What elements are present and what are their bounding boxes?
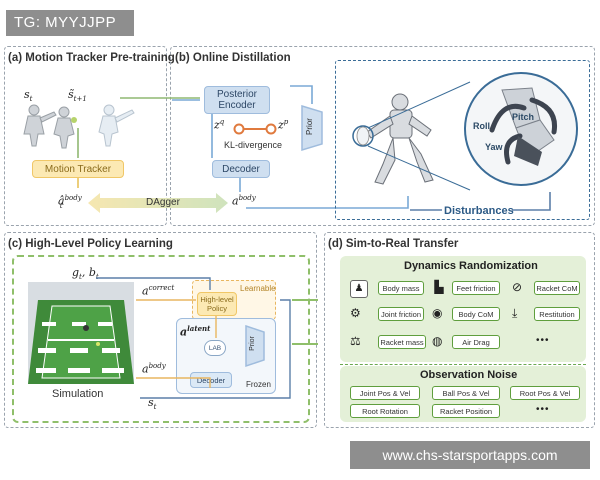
decoder-box: Decoder: [212, 160, 270, 178]
joint-pos-vel-chip: Joint Pos & Vel: [350, 386, 420, 400]
dagger-arrow: [88, 193, 228, 213]
roll-label: Roll: [473, 121, 490, 131]
panel-b: [170, 46, 595, 226]
root-pos-vel-chip: Root Pos & Vel: [510, 386, 580, 400]
racket-mass-chip: Racket mass: [378, 335, 426, 349]
observation-title: Observation Noise: [420, 369, 518, 381]
action-body-label-c: abody: [142, 362, 166, 376]
goal-label: gt, bt: [72, 266, 99, 282]
action-latent-label: alatent: [180, 324, 211, 339]
joint-icon: ⚙: [350, 306, 361, 320]
frozen-label: Frozen: [246, 380, 271, 389]
air-drag-chip: Air Drag: [452, 335, 500, 349]
restitution-chip: Restitution: [534, 307, 580, 321]
racket-icon: ⊘: [512, 280, 523, 294]
state-label: st: [24, 88, 33, 104]
kl-divergence-label: KL-divergence: [224, 140, 283, 150]
panel-a: [4, 46, 167, 226]
player-silhouettes: [23, 104, 135, 149]
joint-zoom: [464, 72, 578, 186]
action-correct-label: acorrect: [142, 284, 175, 298]
simulation-court: [28, 282, 134, 384]
humanoid-robot: [352, 93, 434, 185]
learnable-label: Learnable: [240, 284, 276, 293]
zone-divider: [340, 364, 586, 365]
feet-friction-chip: Feet friction: [452, 281, 500, 295]
scale-icon: ⚖: [350, 334, 361, 348]
restitution-icon: ⤓: [512, 306, 518, 320]
panel-d: [324, 232, 595, 428]
yaw-label: Yaw: [485, 142, 503, 152]
ball-icon: ◍: [432, 334, 443, 348]
prior-block-c: [245, 324, 265, 368]
decoder-box-c: Decoder: [190, 372, 232, 388]
panel-b-arrows: [77, 85, 409, 209]
body-com-chip: Body CoM: [452, 307, 500, 321]
foot-icon: ▙: [434, 280, 444, 294]
disturbance-arrows: [410, 192, 551, 211]
action-body-label: âbodyt: [58, 194, 82, 210]
watermark: TG: MYYJJPP: [6, 10, 134, 36]
target-state-label: s̃t+1: [68, 88, 87, 104]
observation-more: •••: [536, 404, 550, 415]
dagger-label: DAgger: [146, 197, 180, 208]
panel-c: [4, 232, 317, 428]
dynamics-title: Dynamics Randomization: [404, 260, 538, 272]
footer-watermark: www.chs-starsportapps.com: [350, 441, 590, 469]
disturbances-label: Disturbances: [444, 205, 514, 217]
action-body-label-b: abody: [232, 194, 256, 208]
pitch-label: Pitch: [512, 112, 535, 122]
lab-node: LAB: [204, 340, 226, 356]
body-mass-icon: ♟: [350, 280, 368, 298]
zoom-lines: [367, 81, 471, 191]
joint-friction-chip: Joint friction: [378, 307, 424, 321]
motion-tracker-box: Motion Tracker: [32, 160, 124, 178]
posterior-encoder-box: Posterior Encoder: [204, 86, 270, 114]
dynamics-more: •••: [536, 335, 550, 346]
racket-position-chip: Racket Position: [432, 404, 500, 418]
high-level-policy-box: High-level Policy: [197, 292, 237, 316]
z-p-label: zp: [278, 118, 289, 132]
body-mass-chip: Body mass: [378, 281, 424, 295]
body-com-icon: ◉: [432, 306, 443, 320]
disturbance-frame: [335, 60, 590, 220]
panel-a-title: (a) Motion Tracker Pre-training: [8, 52, 175, 64]
panel-d-title: (d) Sim-to-Real Transfer: [328, 238, 459, 250]
simulation-label: Simulation: [52, 388, 104, 400]
ball-pos-vel-chip: Ball Pos & Vel: [432, 386, 500, 400]
kl-link: [233, 123, 277, 135]
racket-com-chip: Racket CoM: [534, 281, 580, 295]
prior-block: [301, 104, 323, 152]
panel-b-title: (b) Online Distillation: [175, 52, 291, 64]
state-label-c: st: [148, 396, 157, 412]
policy-loop-frame: [12, 255, 310, 423]
z-q-label: zq: [214, 118, 225, 132]
panel-c-title: (c) High-Level Policy Learning: [8, 238, 173, 250]
root-rotation-chip: Root Rotation: [350, 404, 420, 418]
